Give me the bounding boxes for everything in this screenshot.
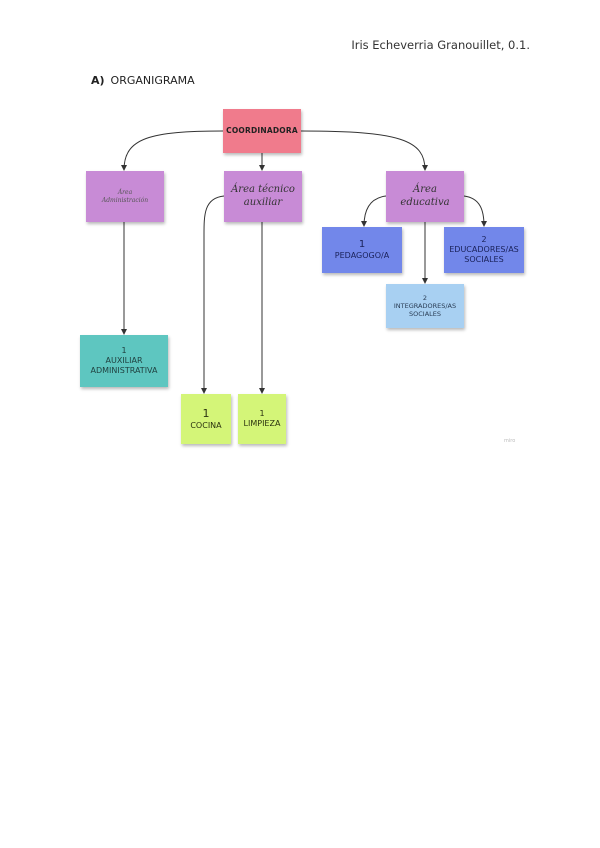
node-coordinadora: COORDINADORA: [223, 109, 301, 153]
link-coord-educativa: [300, 130, 428, 171]
link-tecnico-cocina: [201, 195, 225, 394]
node-cocina: 1 COCINA: [181, 394, 231, 444]
node-educadores-sociales: 2 EDUCADORES/AS SOCIALES: [444, 227, 524, 273]
section-letter: A): [91, 74, 105, 87]
node-educadores-count: 2: [481, 235, 487, 244]
node-educadores-line2: SOCIALES: [464, 255, 504, 264]
node-auxiliar-line1: AUXILIAR: [105, 356, 143, 365]
node-integradores-line2: SOCIALES: [409, 310, 441, 319]
node-pedagogo-label: PEDAGOGO/A: [334, 251, 390, 261]
link-coord-admin: [121, 130, 224, 171]
node-integradores-sociales: 2 INTEGRADORES/AS SOCIALES: [386, 284, 464, 328]
node-cocina-label: COCINA: [190, 420, 222, 430]
link-educativa-educadores: [463, 195, 487, 227]
node-area-administracion-line1: Área: [117, 189, 133, 196]
node-auxiliar-line2: ADMINISTRATIVA: [90, 366, 158, 375]
section-heading: A) ORGANIGRAMA: [91, 74, 195, 87]
node-pedagogo-count: 1: [358, 238, 366, 250]
node-limpieza-label: LIMPIEZA: [243, 419, 281, 428]
node-cocina-count: 1: [202, 407, 210, 421]
node-integradores-count: 2: [422, 293, 428, 302]
node-area-tecnico-auxiliar: Área técnico auxiliar: [224, 171, 302, 222]
node-educadores-line1: EDUCADORES/AS: [449, 245, 519, 254]
author-line: Iris Echeverria Granouillet, 0.1.: [351, 38, 530, 52]
node-area-educativa-line2: educativa: [400, 196, 450, 208]
section-title: ORGANIGRAMA: [110, 74, 195, 87]
miro-watermark: miro: [504, 438, 516, 444]
node-area-tecnico-line1: Área técnico: [231, 184, 295, 195]
node-coordinadora-label: COORDINADORA: [226, 126, 298, 136]
node-area-tecnico-line2: auxiliar: [243, 196, 283, 208]
node-limpieza: 1 LIMPIEZA: [238, 394, 286, 444]
node-pedagogo: 1 PEDAGOGO/A: [322, 227, 402, 273]
node-area-educativa-line1: Área: [413, 184, 437, 195]
node-auxiliar-administrativa: 1 AUXILIAR ADMINISTRATIVA: [80, 335, 168, 387]
node-limpieza-count: 1: [259, 409, 265, 418]
node-integradores-line1: INTEGRADORES/AS: [393, 301, 457, 310]
node-area-educativa: Área educativa: [386, 171, 464, 222]
node-auxiliar-count: 1: [121, 346, 127, 355]
node-area-administracion-line2: Administración: [101, 196, 149, 204]
link-educativa-pedagogo: [361, 195, 387, 227]
node-area-administracion: Área Administración: [86, 171, 164, 222]
